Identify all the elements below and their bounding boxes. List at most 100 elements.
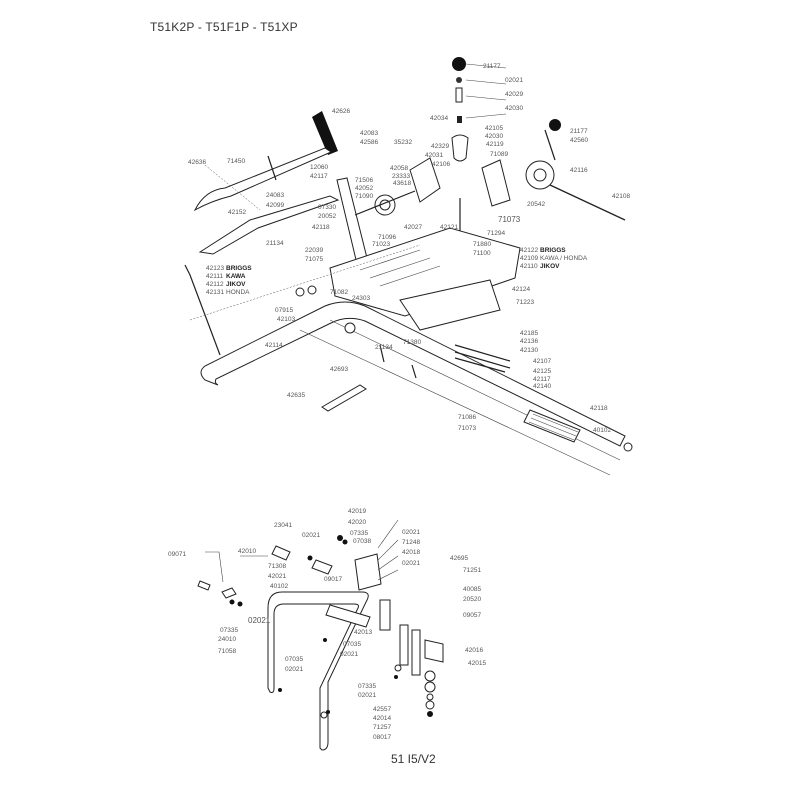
part-label: 71086 xyxy=(458,414,476,421)
engine-code: 42110 xyxy=(520,263,538,270)
part-label: 07915 xyxy=(275,307,293,314)
part-label: 42058 xyxy=(390,165,408,172)
part-label: 71058 xyxy=(218,648,236,655)
lower-labels: 42019 42020 07335 07038 23041 02021 7130… xyxy=(168,508,486,741)
part-label: 42029 xyxy=(505,91,523,98)
part-label: 42136 xyxy=(520,338,538,345)
part-label: 43618 xyxy=(393,180,411,187)
part-label: 42130 xyxy=(520,347,538,354)
engine-name: KAWA / HONDA xyxy=(540,255,588,262)
part-label: 20052 xyxy=(318,213,336,220)
part-label: 42124 xyxy=(512,286,530,293)
part-label: 42152 xyxy=(228,209,246,216)
part-label: 40102 xyxy=(270,583,288,590)
handle-grip xyxy=(312,111,338,155)
part-label: 20542 xyxy=(527,201,545,208)
part-label: 02021 xyxy=(285,666,303,673)
part-label: 42119 xyxy=(486,141,504,148)
engine-code: 42111 xyxy=(206,273,223,280)
part-label: 42105 xyxy=(485,125,503,132)
part-label: 09071 xyxy=(168,551,186,558)
part-label: 42021 xyxy=(268,573,286,580)
part-label: 02021 xyxy=(402,560,420,567)
part-label: 42107 xyxy=(533,358,551,365)
part-label: 42560 xyxy=(570,137,588,144)
part-label: 42693 xyxy=(330,366,348,373)
part-label: 42034 xyxy=(430,115,448,122)
part-label: 71380 xyxy=(403,339,421,346)
part-label: 42019 xyxy=(348,508,366,515)
part-label: 42103 xyxy=(277,316,295,323)
part-label: 42121 xyxy=(440,224,458,231)
engine-name: JIKOV xyxy=(226,281,246,288)
part-label: 42015 xyxy=(468,660,486,667)
part-label: 42108 xyxy=(612,193,630,200)
part-label: 07038 xyxy=(353,538,371,545)
part-label: 71506 xyxy=(355,177,373,184)
part-label: 71100 xyxy=(473,250,491,257)
part-label: 07335 xyxy=(358,683,376,690)
part-label: 42140 xyxy=(533,383,551,390)
part-label: 35232 xyxy=(394,139,412,146)
part-label: 42013 xyxy=(354,629,372,636)
part-label: 71450 xyxy=(227,158,245,165)
part-label: 42027 xyxy=(404,224,422,231)
part-label: 24303 xyxy=(352,295,370,302)
part-label: 71073 xyxy=(458,425,476,432)
part-label: 71082 xyxy=(330,289,348,296)
part-label: 42118 xyxy=(590,405,608,412)
part-label: 42014 xyxy=(373,715,391,722)
part-label: 24010 xyxy=(218,636,236,643)
part-label: 21134 xyxy=(375,344,393,351)
part-label: 42020 xyxy=(348,519,366,526)
engine-table-right: 42122 BRIGGS 42109 KAWA / HONDA 42110 JI… xyxy=(520,247,588,270)
part-label: 42116 xyxy=(570,167,588,174)
part-label: 42185 xyxy=(520,330,538,337)
part-label: 42626 xyxy=(332,108,350,115)
part-label: 42083 xyxy=(360,130,378,137)
engine-code: 42112 xyxy=(206,281,224,288)
part-label: 71223 xyxy=(516,299,534,306)
part-label: 23333 xyxy=(392,173,410,180)
part-label: 42031 xyxy=(425,152,443,159)
engine-table-left: 42123 BRIGGS 42111 KAWA 42112 JIKOV 4213… xyxy=(206,265,252,296)
part-label: 71251 xyxy=(463,567,481,574)
part-label: 42030 xyxy=(505,105,523,112)
engine-name: JIKOV xyxy=(540,263,560,270)
engine-name: BRIGGS xyxy=(226,265,252,272)
part-label: 40085 xyxy=(463,586,481,593)
part-label: 42635 xyxy=(287,392,305,399)
engine-code: 42131 xyxy=(206,289,224,296)
part-label: 42117 xyxy=(310,173,328,180)
part-label: 71096 xyxy=(378,234,396,241)
part-label: 71089 xyxy=(490,151,508,158)
part-label: 42329 xyxy=(431,143,449,150)
lower-assembly-drawing xyxy=(197,519,444,751)
engine-code: 42122 xyxy=(520,247,538,254)
page-reference: 51 I5/V2 xyxy=(391,752,436,766)
part-label: 42118 xyxy=(312,224,330,231)
part-label: 20520 xyxy=(463,596,481,603)
part-label: 42117 xyxy=(533,376,551,383)
part-label: 42018 xyxy=(402,549,420,556)
part-label: 02021 xyxy=(248,616,271,625)
part-label: 71880 xyxy=(473,241,491,248)
part-label: 21177 xyxy=(483,63,501,70)
part-label: 42106 xyxy=(432,161,450,168)
part-label: 09017 xyxy=(324,576,342,583)
part-label: 42114 xyxy=(265,342,283,349)
part-label: 07035 xyxy=(285,656,303,663)
part-label: 42695 xyxy=(450,555,468,562)
part-label: 12060 xyxy=(310,164,328,171)
part-label: 22039 xyxy=(305,247,323,254)
part-label: 71248 xyxy=(402,539,420,546)
upper-labels: 21177 02021 42029 42030 42034 42105 4203… xyxy=(188,63,630,434)
engine-code: 42123 xyxy=(206,265,224,272)
part-label: 21134 xyxy=(266,240,284,247)
engine-code: 42109 xyxy=(520,255,538,262)
part-label: 42016 xyxy=(465,647,483,654)
part-label: 07330 xyxy=(318,204,336,211)
handlebar-frame xyxy=(200,301,626,447)
u-handle xyxy=(267,591,369,751)
